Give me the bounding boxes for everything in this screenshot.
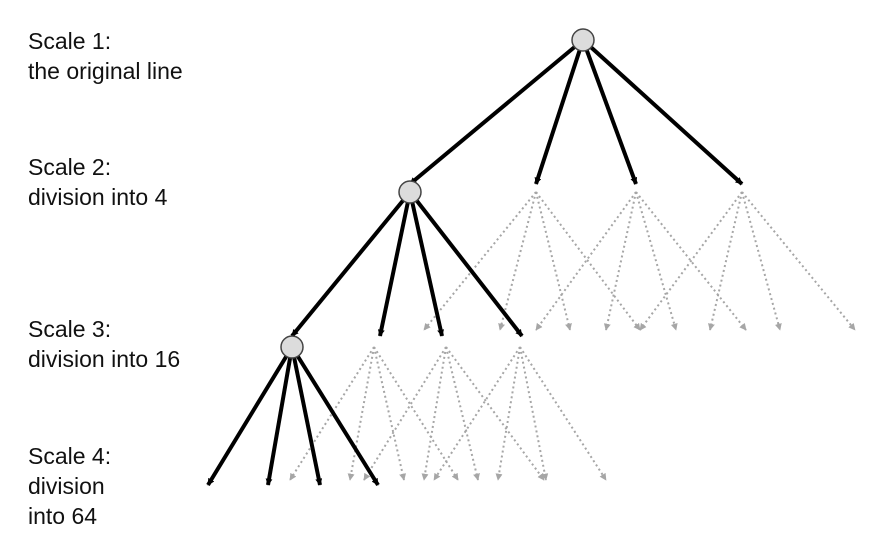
nodes-layer [280,28,595,359]
scale-1-label: Scale 1: the original line [28,26,183,86]
scale-2-label: Scale 2: division into 4 [28,152,167,212]
level-2-dotted-arrow-4-2 [708,191,743,331]
level-2-dotted-arrow-4-3 [741,191,782,331]
scale-2-description: division into 4 [28,184,168,210]
level-3-dotted-arrow-4-1 [433,346,521,481]
level-2-dotted-arrow-3-3 [635,191,678,331]
solid-arrows-layer [206,38,744,487]
level-3-node [280,335,304,359]
level-2-dotted-arrow-3-2 [603,191,637,331]
scale-4-description-1: division [28,473,105,499]
level-3-dotted-arrow-4-2 [495,346,521,481]
level-2-node [398,180,422,204]
level-2-dotted-arrow-4-1 [639,191,743,331]
level-2-dotted-arrow-2-1 [423,191,537,331]
level-1-arrow-4 [581,38,744,186]
level-2-dotted-arrow-2-3 [535,191,572,331]
level-3-arrow-2 [265,346,294,486]
level-3-dotted-arrow-3-3 [445,346,480,481]
dotted-arrows-layer [289,191,856,481]
level-3-arrow-1 [206,345,294,487]
scale-2-title: Scale 2: [28,154,112,180]
level-3-arrow-3 [290,346,323,486]
scale-3-label: Scale 3: division into 16 [28,314,180,374]
level-3-dotted-arrow-4-3 [519,346,549,481]
level-1-arrow-3 [581,39,638,185]
scale-1-description: the original line [28,58,183,84]
level-2-arrow-1 [290,190,412,338]
scale-1-title: Scale 1: [28,28,112,54]
scale-3-description: division into 16 [28,346,181,372]
level-3-arrow-4 [290,345,380,487]
level-1-arrow-2 [534,39,585,185]
level-3-dotted-arrow-3-1 [363,346,447,481]
level-3-dotted-arrow-3-2 [421,346,447,481]
level-2-arrow-4 [408,190,524,338]
level-2-dotted-arrow-2-2 [498,191,537,331]
level-2-dotted-arrow-4-4 [741,191,856,331]
level-2-dotted-arrow-3-1 [535,191,637,331]
level-1-arrow-1 [408,38,585,186]
scale-4-description-2: into 64 [28,503,98,529]
root-node [571,28,595,52]
scale-4-title: Scale 4: [28,443,112,469]
level-3-dotted-arrow-2-1 [289,346,375,481]
level-2-arrow-2 [377,191,412,337]
level-3-dotted-arrow-4-4 [519,346,607,481]
scale-3-title: Scale 3: [28,316,112,342]
scale-4-label: Scale 4: division into 64 [28,441,111,531]
level-3-dotted-arrow-2-4 [373,346,459,481]
level-2-arrow-3 [408,191,445,337]
level-2-dotted-arrow-2-4 [535,191,641,331]
level-3-dotted-arrow-3-4 [445,346,545,481]
level-3-dotted-arrow-2-3 [373,346,407,481]
